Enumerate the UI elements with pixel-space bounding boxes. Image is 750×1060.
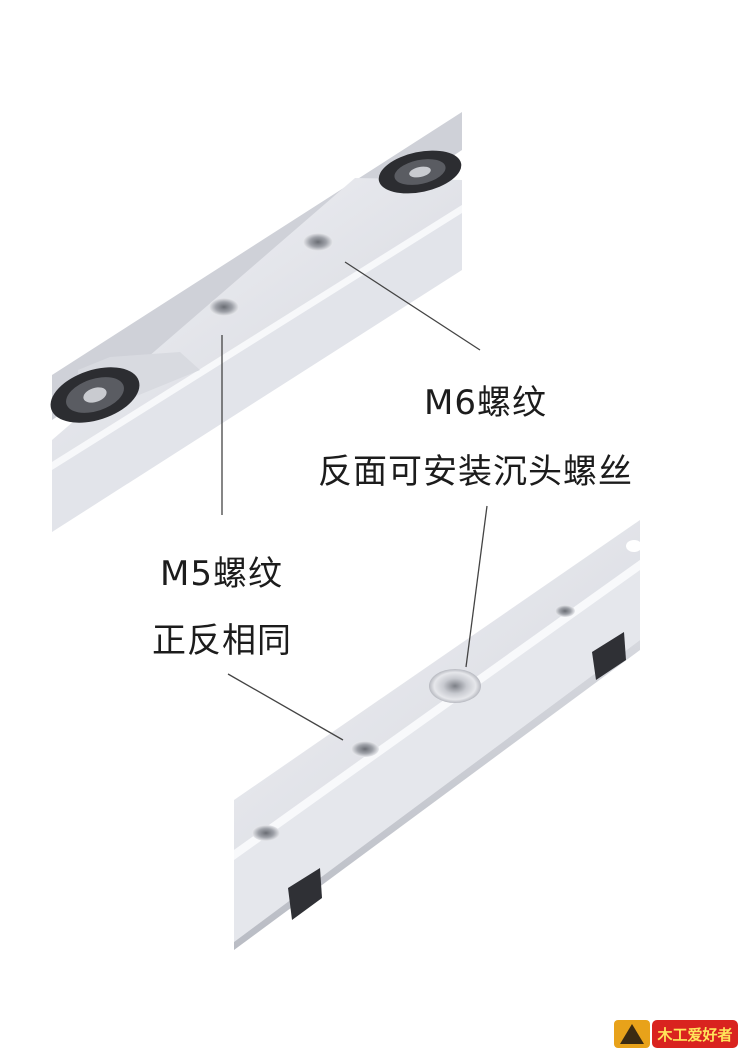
watermark-logo: 木工爱好者 — [614, 1020, 738, 1048]
upper-rail — [50, 112, 462, 532]
m5-thread-description: 正反相同 — [152, 621, 292, 661]
m5-hole-b — [252, 825, 280, 841]
lower-rail — [234, 520, 642, 950]
m6-thread-label: M6螺纹 — [424, 383, 547, 423]
m5-thread-label: M5螺纹 — [160, 554, 283, 594]
m5-hole-upper — [303, 233, 333, 251]
roller-wheel-right — [378, 150, 462, 194]
m5-hole-a — [351, 741, 379, 757]
m5-leader-lower — [227, 673, 344, 741]
m5-hole-lower — [209, 298, 239, 316]
m6-leader-upper — [344, 261, 481, 351]
roller-wheel-left — [50, 367, 140, 423]
m6-leader-lower — [465, 505, 488, 668]
m5-hole-c — [555, 605, 575, 617]
corner-notch — [626, 540, 642, 552]
leader-lines — [221, 261, 488, 741]
m6-thread-description: 反面可安装沉头螺丝 — [318, 452, 633, 492]
watermark-text: 木工爱好者 — [656, 1026, 732, 1044]
countersunk-hole — [429, 669, 481, 703]
